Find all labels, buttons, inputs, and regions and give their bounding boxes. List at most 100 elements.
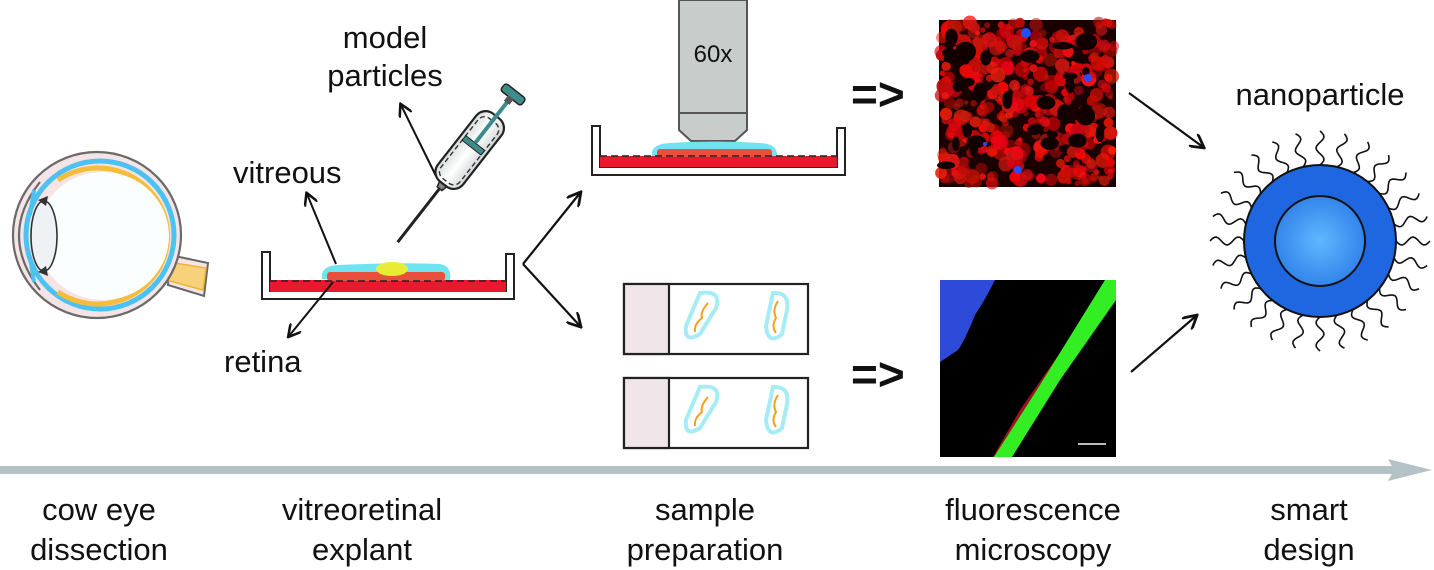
dark-cell-hole	[962, 77, 975, 87]
stain-speck	[1099, 175, 1110, 187]
stain-speck	[969, 57, 980, 68]
stain-speck	[1029, 18, 1043, 32]
cow-eye-illustration	[11, 150, 210, 320]
dark-cell-hole	[1073, 56, 1089, 64]
stain-speck	[1043, 53, 1058, 67]
ligand-chain	[1269, 308, 1288, 341]
eye-ciliary-bottom	[38, 266, 48, 276]
step-labels: cow eye dissection vitreoretinal explant…	[30, 492, 1355, 567]
stain-speck	[1044, 74, 1060, 91]
stain-speck	[1023, 85, 1034, 96]
step-5-line2: design	[1263, 532, 1354, 567]
stain-speck	[1090, 56, 1106, 71]
dark-cell-hole	[1036, 96, 1056, 110]
surface-ligands	[1209, 130, 1431, 352]
micrograph-bottom	[940, 280, 1116, 457]
stain-speck	[1061, 88, 1069, 97]
stain-speck	[1104, 73, 1113, 82]
objective-barrel	[678, 0, 748, 114]
dark-cell-hole	[937, 161, 956, 170]
stain-speck	[1023, 67, 1028, 73]
step-2-line2: explant	[312, 532, 412, 567]
ligand-chain	[1387, 273, 1420, 292]
stain-speck	[1107, 146, 1117, 155]
arrow-to-particles	[401, 105, 437, 177]
stain-speck	[959, 164, 971, 176]
stain-speck	[1056, 158, 1065, 168]
stain-speck	[990, 85, 1002, 97]
stain-speck	[1001, 119, 1009, 127]
step-3-line1: sample	[655, 492, 755, 527]
stain-speck	[1006, 159, 1015, 168]
eye-lens	[30, 200, 58, 272]
stain-speck	[959, 156, 970, 167]
stain-speck	[1071, 61, 1076, 65]
implies-symbol-bottom: =>	[851, 348, 905, 400]
dark-cell-hole	[952, 81, 965, 92]
stain-speck	[1055, 29, 1069, 43]
stain-speck	[994, 40, 1007, 53]
ligand-chain	[1220, 271, 1252, 289]
stain-speck	[969, 22, 981, 34]
stain-speck	[1055, 58, 1070, 73]
syringe-icon	[396, 83, 526, 244]
ligand-chain	[1333, 314, 1346, 349]
stain-speck	[1035, 148, 1045, 158]
ligand-chain	[1350, 309, 1368, 341]
step-4-line1: fluorescence	[945, 492, 1121, 527]
stain-speck	[939, 107, 953, 121]
stain-speck	[1103, 126, 1118, 140]
micrograph-top	[934, 15, 1120, 190]
ligand-chain	[1233, 287, 1261, 310]
stain-speck	[1103, 117, 1114, 128]
stain-speck	[1021, 168, 1033, 181]
model-particles-blob	[376, 262, 408, 276]
microscope-setup: 60x	[591, 0, 846, 176]
branch-arrow-down	[522, 263, 580, 326]
stain-speck	[963, 100, 969, 105]
tissue-section	[683, 290, 720, 340]
stain-speck	[1014, 159, 1023, 167]
stain-speck	[1074, 180, 1080, 187]
stain-speck	[1105, 89, 1114, 99]
stain-speck	[941, 61, 951, 71]
dark-cell-hole	[1075, 105, 1096, 126]
stain-speck	[1074, 85, 1084, 96]
slide-label-area	[622, 376, 671, 450]
ligand-chain	[1352, 141, 1371, 174]
stain-speck	[1097, 79, 1107, 89]
stain-speck	[1103, 106, 1116, 119]
eye-iris	[28, 189, 36, 283]
stain-speck	[1107, 19, 1117, 30]
nucleus-blue	[1021, 28, 1031, 38]
stain-speck	[984, 22, 991, 29]
imaging-medium	[600, 156, 837, 167]
eye-ciliary-top	[38, 196, 48, 206]
stain-speck	[1093, 169, 1100, 175]
green-band	[994, 280, 1116, 457]
stain-speck	[1017, 137, 1023, 142]
stain-speck	[948, 117, 962, 131]
step-3-line2: preparation	[627, 532, 784, 567]
stain-speck	[983, 101, 995, 113]
arrow-bottom-to-nanoparticle	[1130, 316, 1196, 373]
nanoparticle-icon	[1209, 130, 1431, 352]
step-1-line2: dissection	[30, 532, 168, 567]
stain-speck	[979, 27, 986, 33]
stain-speck	[1007, 49, 1014, 56]
stain-speck	[981, 32, 998, 48]
ligand-chain	[1366, 300, 1389, 328]
stain-speck	[1095, 24, 1108, 36]
ligand-chain	[1395, 236, 1431, 246]
ligand-chain	[1220, 190, 1253, 209]
branch-arrows	[522, 193, 580, 326]
stain-speck	[1010, 146, 1024, 161]
dark-cell-hole	[1002, 91, 1013, 109]
stain-speck	[980, 43, 989, 52]
dark-cell-hole	[1020, 50, 1040, 63]
ligand-chain	[1367, 154, 1390, 183]
branch-arrow-up	[522, 193, 580, 265]
label-model: model	[343, 20, 427, 55]
stain-speck	[1049, 36, 1055, 43]
dark-cell-hole	[1065, 75, 1075, 94]
